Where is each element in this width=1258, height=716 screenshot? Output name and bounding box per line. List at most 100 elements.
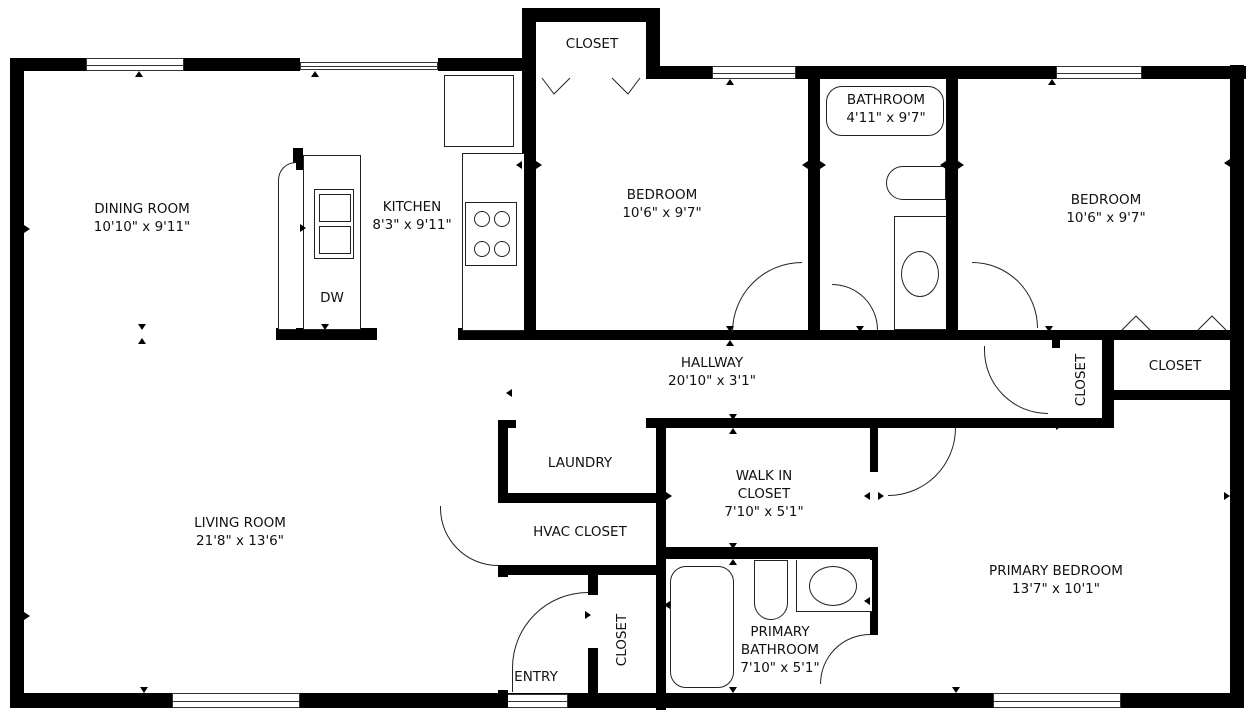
- marker: [864, 492, 870, 500]
- wall-closet-bedroom2-bottom: [1110, 390, 1240, 400]
- bifold-door-closet-top[interactable]: [540, 76, 644, 96]
- room-dims: 7'10" x 5'1": [740, 660, 820, 676]
- room-closet-entry: CLOSET: [614, 613, 630, 667]
- marker: [958, 161, 964, 169]
- room-hvac-closet: HVAC CLOSET: [533, 523, 627, 541]
- wall-hall-closet-right: [1102, 330, 1114, 426]
- wall-hvac-left: [498, 565, 508, 577]
- marker: [726, 326, 734, 332]
- room-primary-bathroom: PRIMARY BATHROOM 7'10" x 5'1": [740, 623, 819, 677]
- marker: [856, 326, 864, 332]
- wall-bath-bedroom2: [946, 66, 958, 338]
- wall-kitchen-peninsula: [276, 328, 377, 340]
- wall-laundry-walkin: [656, 420, 666, 710]
- room-closet-top: CLOSET: [566, 35, 618, 53]
- marker: [24, 225, 30, 233]
- marker: [1048, 79, 1056, 85]
- room-name: WALK IN: [735, 468, 793, 484]
- bifold-door-closet-bedroom2[interactable]: [1120, 312, 1230, 332]
- primary-toilet: [754, 560, 788, 620]
- room-name: BEDROOM: [1070, 192, 1142, 208]
- wall-kitchen-bedroom1: [522, 66, 536, 338]
- door-bedroom1[interactable]: [732, 262, 802, 332]
- wall-hall-top: [520, 330, 1120, 340]
- marker: [664, 601, 670, 609]
- marker: [864, 597, 870, 605]
- room-laundry: LAUNDRY: [548, 454, 612, 472]
- wall-laundry-left: [498, 420, 508, 500]
- room-name: KITCHEN: [382, 199, 442, 215]
- primary-bathtub: [670, 566, 734, 688]
- marker: [726, 79, 734, 85]
- wall-entry-closet-left: [588, 575, 598, 595]
- door-hall-closet[interactable]: [984, 346, 1048, 414]
- marker: [506, 389, 512, 397]
- marker: [140, 687, 148, 693]
- room-dims: 13'7" x 10'1": [1012, 581, 1100, 597]
- entry-door-opening[interactable]: [500, 694, 568, 708]
- room-dims: 8'3" x 9'11": [372, 217, 452, 233]
- room-name: DW: [320, 290, 344, 306]
- primary-vanity: [796, 560, 872, 612]
- room-bathroom: BATHROOM 4'11" x 9'7": [846, 91, 925, 127]
- door-bathroom[interactable]: [832, 284, 878, 330]
- vanity: [894, 216, 946, 330]
- marker: [138, 324, 146, 330]
- room-name: DINING ROOM: [94, 201, 190, 217]
- door-primary-bedroom[interactable]: [888, 428, 956, 496]
- room-dims: 21'8" x 13'6": [196, 533, 284, 549]
- door-primary-bathroom[interactable]: [820, 634, 870, 684]
- room-name: HALLWAY: [680, 355, 744, 371]
- window-dining: [86, 58, 184, 71]
- room-name: CLOSET: [1148, 358, 1202, 374]
- room-name: BATHROOM: [846, 92, 926, 108]
- marker: [666, 492, 672, 500]
- wall-walkin-bottom: [656, 547, 878, 559]
- room-name: CLOSET: [565, 36, 619, 52]
- wall-laundry-top: [498, 420, 516, 428]
- wall-entry-left-stub: [498, 690, 508, 708]
- door-hvac[interactable]: [440, 506, 498, 566]
- label-dishwasher: DW: [320, 289, 344, 307]
- marker: [321, 324, 329, 330]
- marker: [536, 161, 542, 169]
- wall-right: [1230, 65, 1244, 708]
- room-closet-hall: CLOSET: [1073, 353, 1089, 407]
- room-name-line2: CLOSET: [737, 486, 791, 502]
- sliding-door-kitchen[interactable]: [300, 62, 438, 70]
- wall-hvac-bottom: [498, 565, 666, 575]
- bathtub: [826, 86, 944, 136]
- room-name: BEDROOM: [626, 187, 698, 203]
- room-hallway: HALLWAY 20'10" x 3'1": [668, 354, 756, 390]
- room-name: LIVING ROOM: [194, 515, 286, 531]
- marker: [878, 492, 884, 500]
- marker: [1045, 326, 1053, 332]
- marker: [729, 687, 737, 693]
- marker: [952, 687, 960, 693]
- room-name: PRIMARY BEDROOM: [989, 563, 1123, 579]
- marker: [1056, 422, 1062, 430]
- marker: [311, 71, 319, 77]
- room-dims: 10'6" x 9'7": [1066, 210, 1146, 226]
- peninsula-edge: [278, 162, 296, 330]
- marker: [300, 224, 306, 232]
- marker: [585, 611, 591, 619]
- marker: [729, 414, 737, 420]
- room-name: PRIMARY: [750, 624, 810, 640]
- door-bedroom2[interactable]: [972, 262, 1038, 328]
- room-bedroom-2: BEDROOM 10'6" x 9'7": [1066, 191, 1145, 227]
- toilet: [886, 166, 946, 200]
- room-closet-bedroom2: CLOSET: [1149, 357, 1201, 375]
- room-name: ENTRY: [514, 669, 558, 685]
- room-name: HVAC CLOSET: [533, 524, 627, 540]
- marker: [1224, 492, 1230, 500]
- refrigerator: [444, 75, 514, 147]
- marker: [940, 161, 946, 169]
- wall-top-closet: [522, 8, 660, 22]
- wall-peninsula-post: [293, 148, 303, 170]
- kitchen-sink: [314, 189, 354, 259]
- room-walk-in-closet: WALK IN CLOSET 7'10" x 5'1": [724, 467, 803, 521]
- wall-hall-bottom: [646, 418, 1114, 428]
- room-name-line2: BATHROOM: [740, 642, 820, 658]
